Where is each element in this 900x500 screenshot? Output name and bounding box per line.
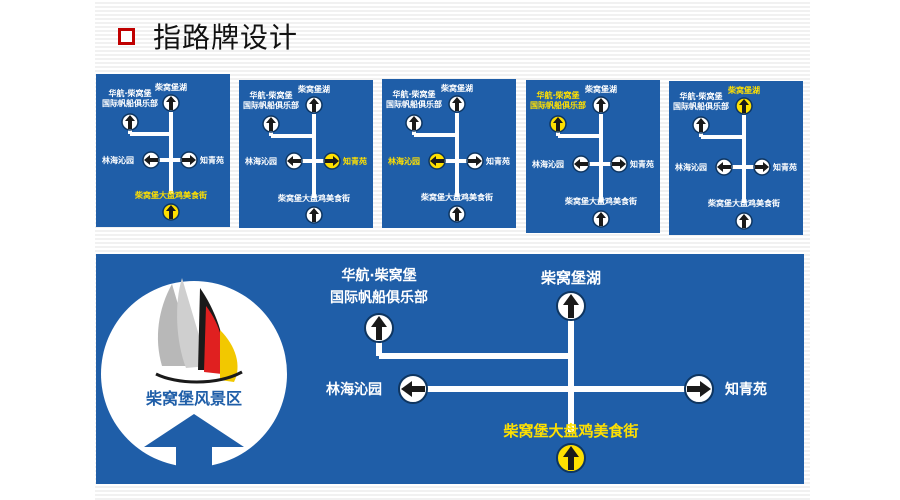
label-lake: 柴窝堡湖 [727,85,760,95]
small-sign-club-highlight: 柴窝堡湖 华航·柴窝堡 国际帆船俱乐部 林海沁园 知青苑 柴窝堡大盘鸡美食街 [526,80,660,233]
label-food: 柴窝堡大盘鸡美食街 [707,198,780,208]
label-lake: 柴窝堡湖 [584,84,617,94]
arrow-right-icon [323,152,341,170]
label-lake: 柴窝堡湖 [297,84,330,94]
arrow-left-icon [142,151,160,169]
title-row: 指路牌设计 [118,18,298,54]
label-food: 柴窝堡大盘鸡美食街 [134,190,207,200]
arrow-up-icon [162,203,180,221]
arrow-up-icon [162,94,180,112]
arrow-up-icon [735,212,753,230]
label-east: 知青苑 [486,156,510,166]
label-club-line2: 国际帆船俱乐部 [102,98,158,108]
label-lake: 柴窝堡湖 [154,82,187,92]
label-east: 知青苑 [343,156,367,166]
arrow-up-icon [549,115,567,133]
arrow-right-icon [466,152,484,170]
label-west: 林海沁园 [388,156,420,166]
arrow-up-icon [592,210,610,228]
small-sign-food-highlight: 柴窝堡湖 华航·柴窝堡 国际帆船俱乐部 林海沁园 知青苑 柴窝堡大盘鸡美食街 [96,74,230,227]
arrow-left-icon [572,155,590,173]
arrow-up-icon [692,116,710,134]
arrow-right-icon [610,155,628,173]
label-food: 柴窝堡大盘鸡美食街 [564,196,637,206]
label-club-line2: 国际帆船俱乐部 [530,100,586,110]
label-food: 柴窝堡大盘鸡美食街 [502,422,638,440]
arrow-left-icon [428,152,446,170]
label-club-line2: 国际帆船俱乐部 [386,99,442,109]
arrow-right-icon [684,374,714,404]
red-sail-icon [204,306,225,374]
arrow-up-icon [121,113,139,131]
label-east: 知青苑 [200,155,224,165]
square-bullet-icon [118,27,135,45]
yellow-sail-icon [220,330,238,382]
label-food: 柴窝堡大盘鸡美食街 [420,192,493,202]
label-east: 知青苑 [725,381,767,398]
label-club-line1: 华航·柴窝堡 [249,90,292,100]
label-club-line1: 华航·柴窝堡 [392,89,435,99]
label-club-line2: 国际帆船俱乐部 [673,101,729,111]
arrow-left-icon [285,152,303,170]
arrow-up-icon [448,95,466,113]
arrow-up-icon [262,115,280,133]
label-club-line1: 华航·柴窝堡 [341,267,416,284]
label-lake: 柴窝堡湖 [540,269,601,287]
big-arrow-up-icon [144,414,244,467]
arrow-up-icon [556,291,586,321]
arrow-up-icon [556,443,586,473]
small-sign-west-highlight: 柴窝堡湖 华航·柴窝堡 国际帆船俱乐部 林海沁园 知青苑 柴窝堡大盘鸡美食街 [382,79,516,228]
label-west: 林海沁园 [326,381,382,398]
label-lake: 柴窝堡湖 [440,83,473,93]
label-club-line1: 华航·柴窝堡 [108,88,151,98]
label-west: 林海沁园 [102,155,134,165]
small-sign-east-highlight: 柴窝堡湖 华航·柴窝堡 国际帆船俱乐部 林海沁园 知青苑 柴窝堡大盘鸡美食街 [239,80,373,228]
arrow-up-icon [305,96,323,114]
label-west: 林海沁园 [245,156,277,166]
arrow-up-icon [305,206,323,224]
arrow-up-icon [364,313,394,343]
arrow-left-icon [398,374,428,404]
arrow-right-icon [180,151,198,169]
label-east: 知青苑 [773,162,797,172]
label-food: 柴窝堡大盘鸡美食街 [277,193,350,203]
arrow-up-icon [735,97,753,115]
large-direction-sign: 柴窝堡风景区 柴窝堡湖 华航·柴窝堡 国际帆船俱乐部 林海沁园 知青苑 柴窝堡大… [96,254,804,484]
arrow-up-icon [405,114,423,132]
page-title: 指路牌设计 [153,21,299,54]
label-east: 知青苑 [630,159,654,169]
label-club-line1: 华航·柴窝堡 [536,90,579,100]
label-club-line1: 华航·柴窝堡 [679,91,722,101]
label-west: 林海沁园 [675,162,707,172]
arrow-right-icon [753,158,771,176]
arrow-up-icon [592,96,610,114]
label-club-line2: 国际帆船俱乐部 [330,289,428,306]
scenic-area-logo: 柴窝堡风景区 [101,278,287,467]
small-sign-lake-highlight: 柴窝堡湖 华航·柴窝堡 国际帆船俱乐部 林海沁园 知青苑 柴窝堡大盘鸡美食街 [669,81,803,235]
label-west: 林海沁园 [532,159,564,169]
arrow-left-icon [715,158,733,176]
label-scenic: 柴窝堡风景区 [145,389,242,408]
label-club-line2: 国际帆船俱乐部 [243,100,299,110]
arrow-up-icon [448,205,466,223]
